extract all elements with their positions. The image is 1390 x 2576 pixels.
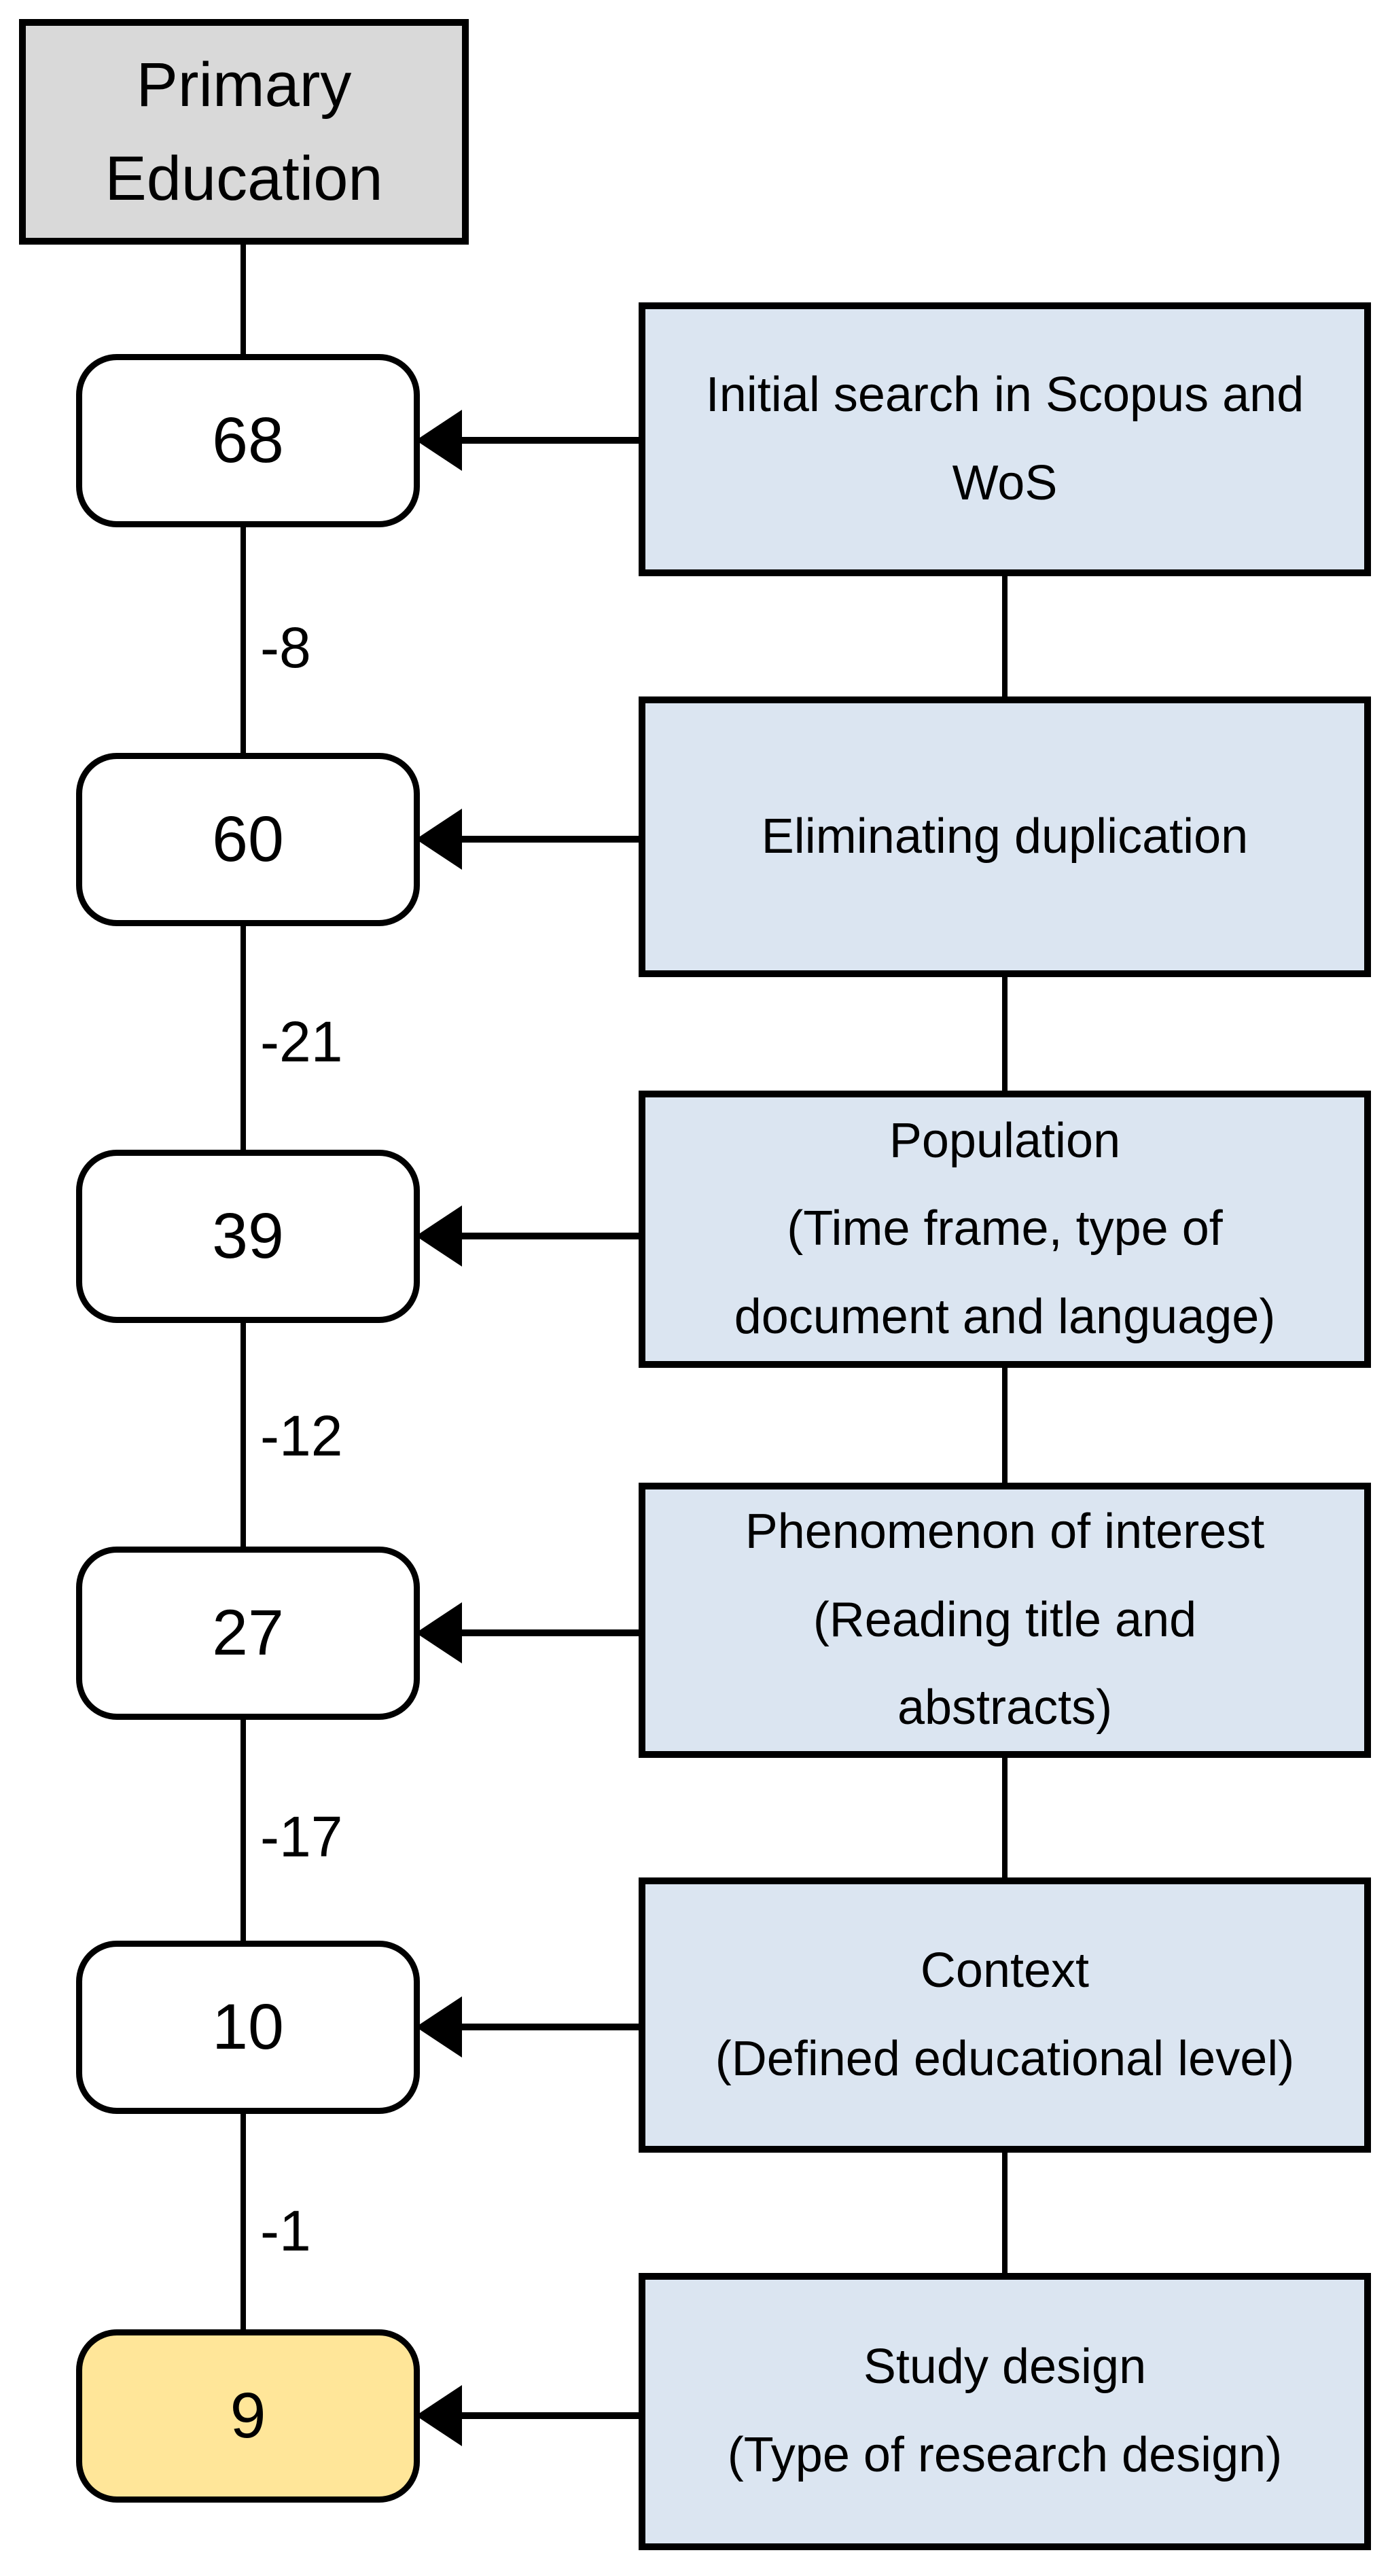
step-box-population: Population (Time frame, type of document… [639,1091,1371,1368]
step-box-phenomenon-of-interest: Phenomenon of interest (Reading title an… [639,1483,1371,1758]
count-value: 68 [212,404,284,476]
step-box-initial-search: Initial search in Scopus and WoS [639,302,1371,576]
step-line: (Type of research design) [727,2428,1283,2482]
step-line: (Time frame, type of [787,1201,1223,1256]
step-line: Eliminating duplication [761,809,1249,864]
connector-line [1002,2153,1008,2273]
arrow-line [452,2024,639,2030]
step-box-study-design: Study design (Type of research design) [639,2273,1371,2550]
step-text: Phenomenon of interest (Reading title an… [645,1488,1364,1752]
count-value: 9 [230,2380,266,2452]
loss-label-17: -17 [260,1805,343,1869]
step-line: Population [889,1113,1121,1168]
step-box-context: Context (Defined educational level) [639,1877,1371,2153]
connector-line [1002,1758,1008,1877]
loss-label-8: -8 [260,616,311,680]
step-line: Initial search in Scopus and [705,367,1304,422]
connector-line [240,926,246,1150]
loss-label-12: -12 [260,1404,343,1468]
count-box-68: 68 [76,354,420,527]
connector-line [1002,1368,1008,1483]
arrow-left-icon [416,1996,462,2058]
step-line: (Defined educational level) [715,2031,1295,2086]
step-text: Eliminating duplication [645,793,1364,881]
count-value: 10 [212,1991,284,2063]
connector-line [240,527,246,753]
step-line: document and language) [734,1289,1276,1344]
step-text: Population (Time frame, type of document… [645,1097,1364,1362]
step-line: (Reading title and [813,1592,1197,1647]
arrow-left-icon [416,1205,462,1267]
step-line: WoS [952,455,1058,510]
count-box-39: 39 [76,1150,420,1323]
connector-line [240,1720,246,1941]
arrow-left-icon [416,809,462,870]
root-box: Primary Education [19,19,469,245]
step-line: Study design [863,2340,1147,2395]
loss-label-1: -1 [260,2199,311,2263]
arrow-line [452,2412,639,2419]
arrow-left-icon [416,410,462,471]
step-line: Context [920,1943,1090,1998]
connector-line [240,245,246,354]
connector-line [240,1323,246,1547]
arrow-line [452,836,639,843]
count-box-9: 9 [76,2329,420,2503]
arrow-left-icon [416,2385,462,2446]
connector-line [1002,576,1008,696]
step-text: Initial search in Scopus and WoS [645,351,1364,527]
count-box-60: 60 [76,753,420,926]
count-box-10: 10 [76,1941,420,2114]
loss-label-21: -21 [260,1010,343,1074]
connector-line [1002,977,1008,1091]
count-value: 27 [212,1597,284,1669]
step-box-eliminating-duplication: Eliminating duplication [639,696,1371,977]
step-line: abstracts) [897,1680,1113,1735]
arrow-line [452,1233,639,1239]
arrow-line [452,437,639,444]
count-box-27: 27 [76,1547,420,1720]
step-text: Context (Defined educational level) [645,1927,1364,2103]
root-box-label: Primary Education [105,50,383,213]
arrow-line [452,1629,639,1636]
count-value: 39 [212,1200,284,1272]
arrow-left-icon [416,1602,462,1663]
step-text: Study design (Type of research design) [645,2323,1364,2499]
count-value: 60 [212,803,284,875]
step-line: Phenomenon of interest [745,1504,1265,1559]
connector-line [240,2114,246,2329]
